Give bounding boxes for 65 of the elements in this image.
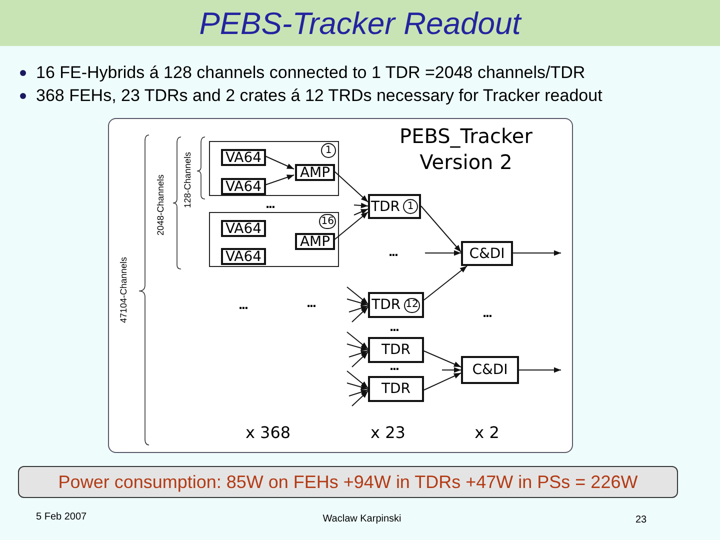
arrow [512, 250, 562, 256]
tdr-box: TDR [368, 376, 424, 402]
arrow [518, 367, 562, 373]
fe-hybrid-box [209, 141, 339, 196]
arrow [346, 286, 368, 304]
arrow [420, 206, 462, 252]
arrow [264, 174, 294, 186]
circled-number: 16 [319, 214, 336, 229]
va64-chip-box: VA64 [221, 220, 266, 237]
tdr-box: TDR 1 [368, 194, 421, 219]
count-label: x 23 [370, 422, 406, 444]
circled-number: 1 [321, 143, 336, 158]
ellipsis: ... [238, 297, 248, 311]
arrow [352, 390, 368, 406]
ellipsis: ... [266, 196, 274, 210]
tdr-box: TDR 12 [368, 292, 424, 318]
count-label: x 2 [474, 422, 500, 444]
ellipsis: ... [306, 295, 316, 309]
va64-chip-box: VA64 [221, 178, 266, 195]
circled-number: 1 [403, 199, 418, 214]
arrow [352, 352, 368, 368]
brace-label: 128-Channels [181, 152, 194, 208]
circled-number: 12 [404, 298, 420, 312]
arrow [348, 389, 368, 396]
arrow [346, 298, 368, 306]
arrow [442, 367, 462, 373]
cdi-box: C&DI [461, 356, 519, 384]
arrow [334, 212, 368, 240]
amp-box: AMP [295, 164, 335, 181]
arrow [334, 170, 368, 202]
arrow [346, 370, 368, 388]
arrow [348, 305, 368, 312]
arrow [424, 250, 462, 256]
arrow [352, 306, 368, 322]
arrow [346, 382, 368, 390]
arrow [346, 344, 368, 351]
va64-chip-box: VA64 [221, 248, 266, 265]
bullet-text: 368 FEHs, 23 TDRs and 2 crates á 12 TRDs necessary for Tracker readout [36, 86, 602, 106]
brace-label: 2048-Channels [154, 174, 166, 236]
amp-box: AMP [295, 233, 335, 250]
arrow [348, 350, 368, 358]
arrow [346, 332, 368, 350]
ellipsis: ... [390, 319, 398, 333]
footer-text: 5 Feb 2007 [36, 510, 87, 524]
arrow [264, 156, 294, 170]
count-label: x 368 [245, 422, 291, 444]
arrow [424, 350, 462, 368]
ellipsis: ... [482, 305, 492, 319]
bullet-text: 16 FE-Hybrids á 128 channels connected to 1 TDR =2048 channels/TDR [36, 63, 586, 83]
arrow [354, 202, 368, 208]
slide-title: PEBS-Tracker Readout [199, 8, 521, 38]
arrow [424, 372, 462, 390]
fe-hybrid-box [209, 212, 339, 267]
footer-text: Waclaw Karpinski [322, 512, 402, 526]
power-consumption-box: Power consumption: 85W on FEHs +94W in TDRs +47W in PSs = 226W [18, 466, 678, 498]
footer-text: 23 [635, 514, 647, 528]
va64-chip-box: VA64 [221, 149, 266, 166]
ellipsis: ... [388, 244, 398, 258]
brace-label: 47104-Channels [117, 256, 130, 324]
arrow [354, 208, 368, 216]
tdr-box: TDR [368, 337, 424, 363]
tracker-label: Version 2 [420, 149, 512, 176]
tracker-label: PEBS_Tracker [400, 123, 532, 150]
cdi-box: C&DI [461, 241, 513, 266]
arrow [424, 266, 468, 300]
